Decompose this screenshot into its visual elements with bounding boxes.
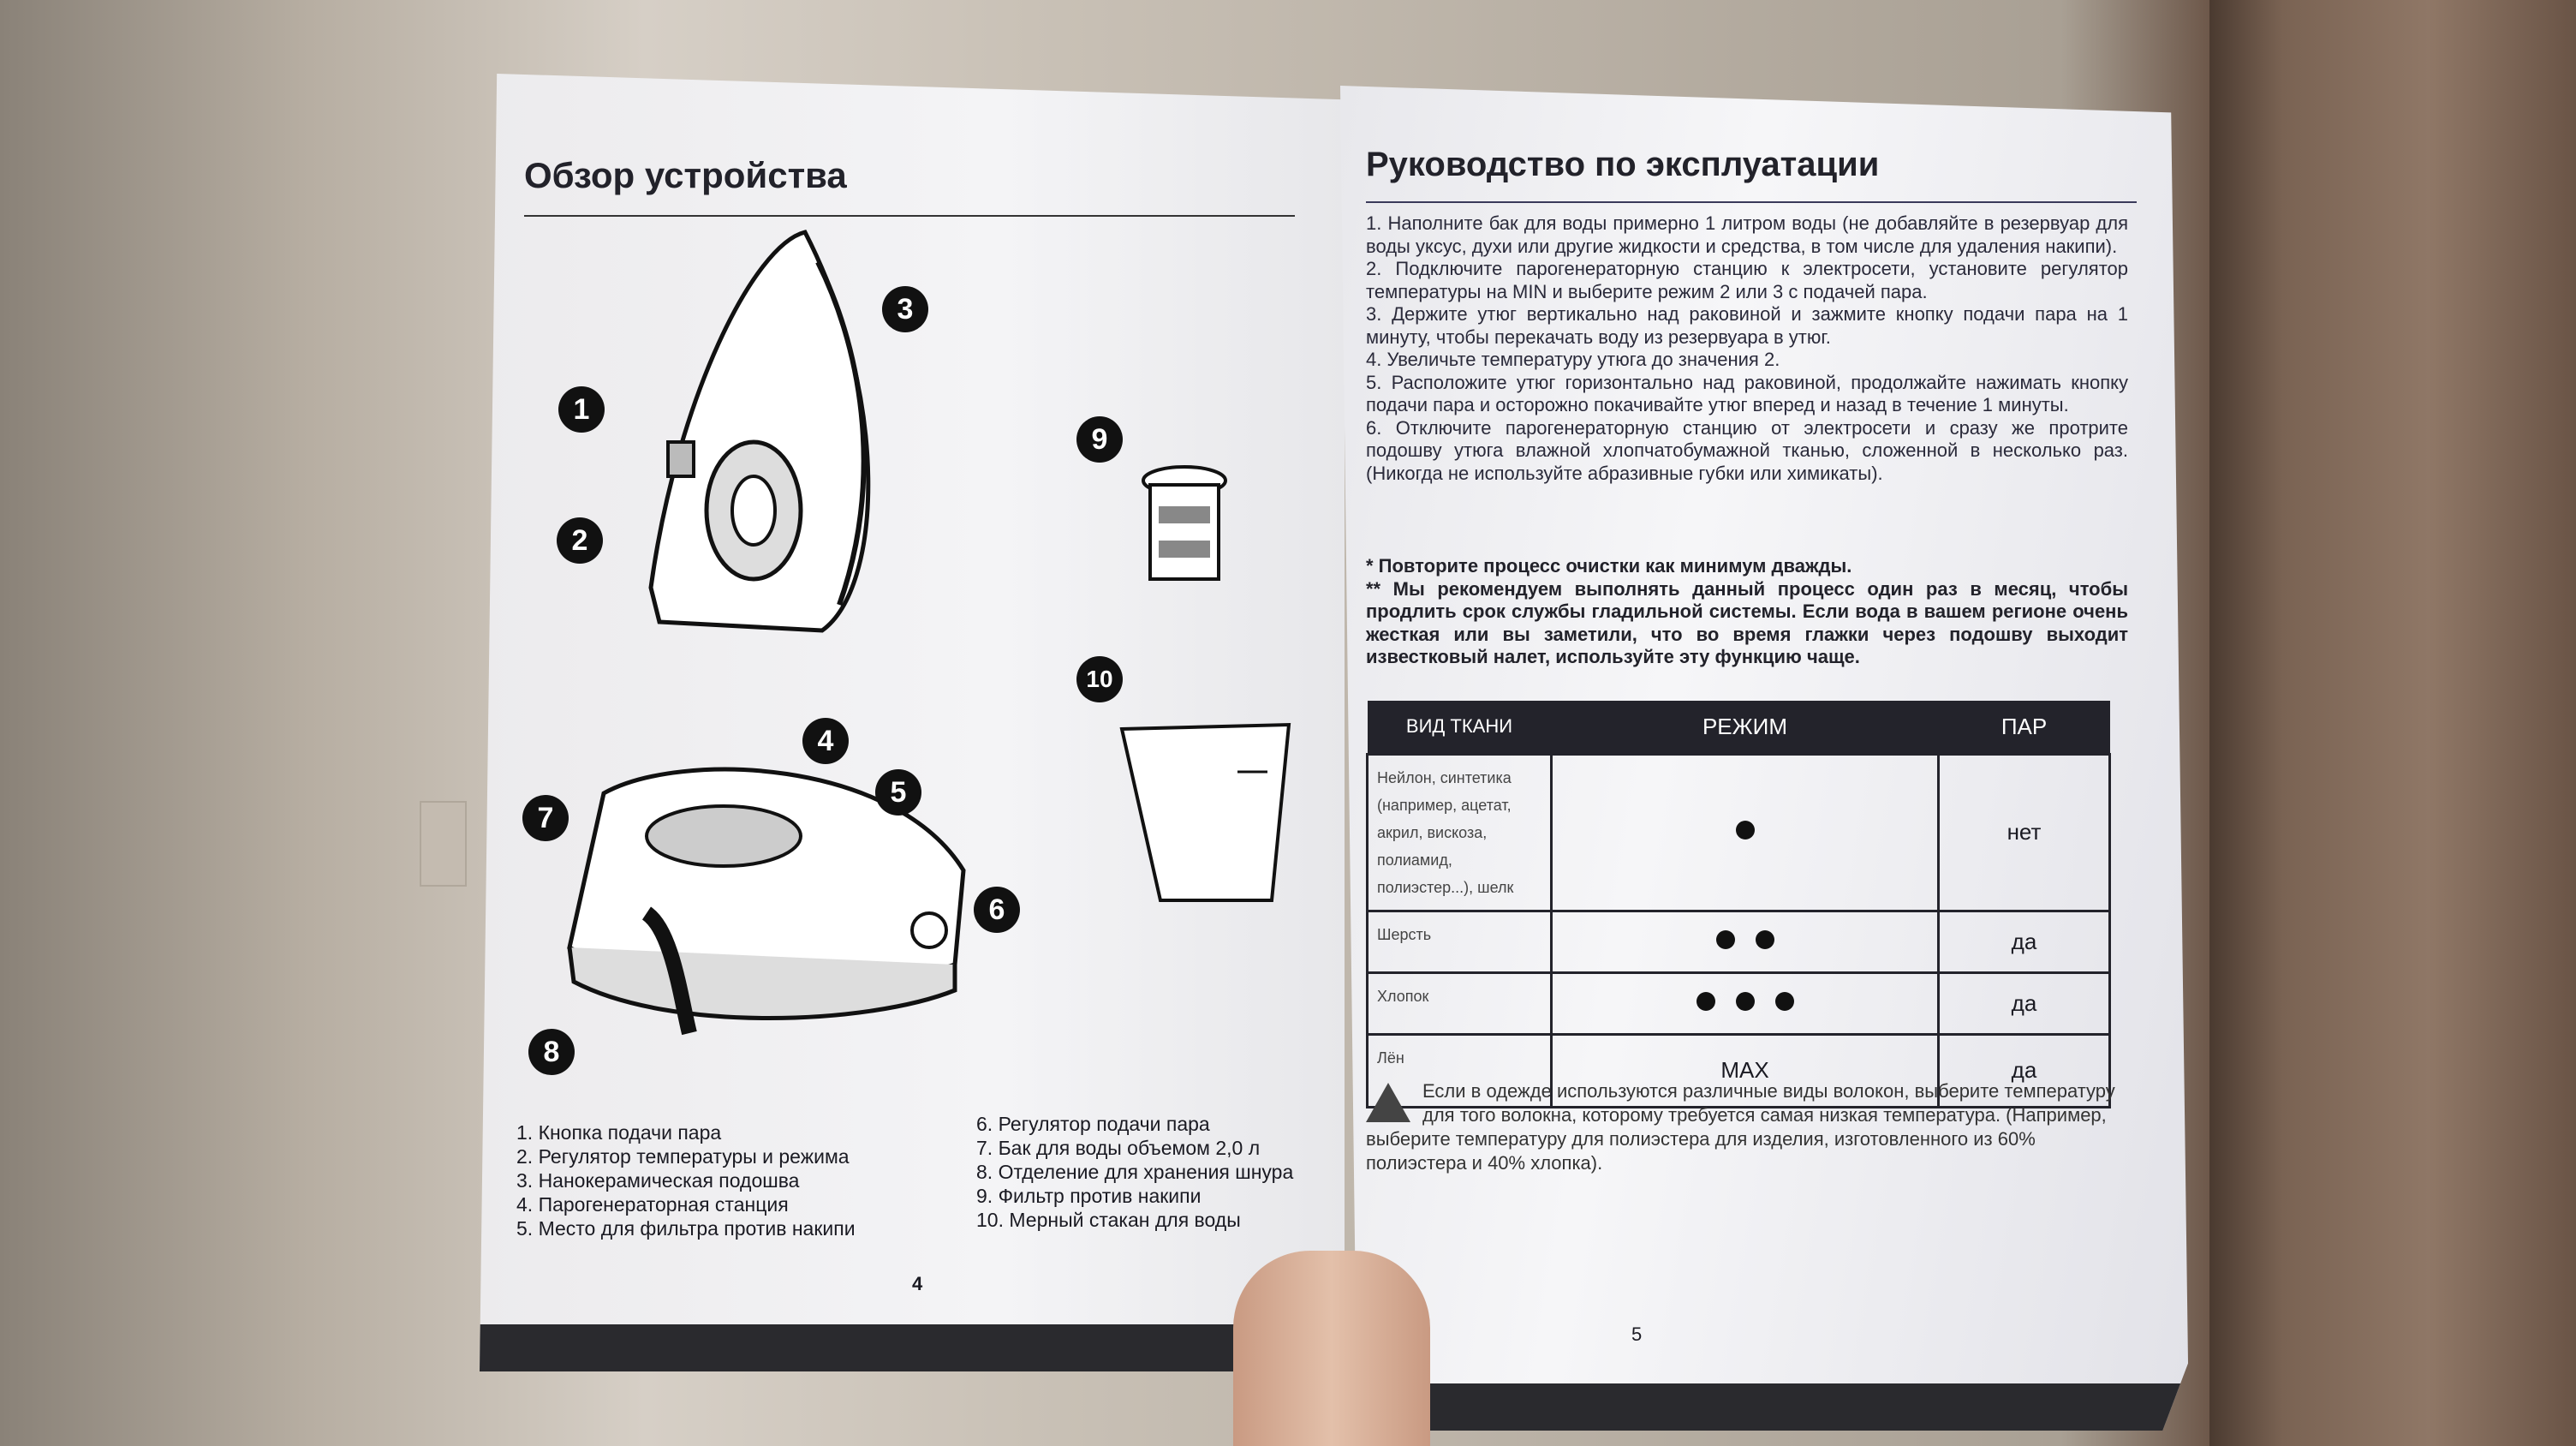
filter-illustration [1142, 465, 1227, 581]
callout-8: 8 [528, 1029, 575, 1075]
callout-7: 7 [522, 795, 569, 841]
step: 2. Подключите парогенераторную станцию к… [1366, 258, 2128, 302]
steam-cell: да [1937, 1032, 2111, 1108]
part-item: 1. Кнопка подачи пара [516, 1121, 722, 1144]
part-item: 8. Отделение для хранения шнура [976, 1161, 1294, 1183]
part-item: 10. Мерный стакан для воды [976, 1209, 1241, 1231]
temperature-dot [1696, 991, 1715, 1011]
warning-note: Если в одежде используются различные вид… [1366, 1079, 2128, 1175]
mode-cell [1550, 971, 1940, 1036]
part-item: 3. Нанокерамическая подошва [516, 1169, 800, 1192]
note-1: * Повторите процесс очистки как минимум … [1366, 555, 1852, 577]
steam-cell: да [1937, 909, 2111, 974]
page-title: Руководство по эксплуатации [1366, 146, 1880, 183]
footer-band [1340, 1383, 2188, 1431]
table-header: ВИД ТКАНИ РЕЖИМ ПАР [1367, 701, 2110, 754]
page-title: Обзор устройства [524, 155, 847, 195]
left-page: Обзор устройства 1 2 3 4 5 6 7 8 9 10 1.… [480, 74, 1345, 1371]
temperature-dot [1715, 929, 1735, 949]
wall-switch [420, 801, 467, 887]
instructions: 1. Наполните бак для воды примерно 1 лит… [1366, 212, 2128, 485]
title-rule [524, 215, 1295, 217]
warning-text: Если в одежде используются различные вид… [1366, 1080, 2115, 1174]
steam-cell: нет [1937, 752, 2111, 912]
mode-cell: MAX [1550, 1032, 1940, 1108]
header-steam: ПАР [1938, 701, 2110, 754]
callout-4: 4 [802, 718, 849, 764]
header-fabric: ВИД ТКАНИ [1367, 701, 1552, 754]
title-rule [1366, 201, 2137, 203]
callout-5: 5 [875, 769, 921, 816]
mode-cell [1550, 752, 1940, 912]
mode-cell [1550, 909, 1940, 974]
temperature-dot [1735, 821, 1755, 840]
part-item: 6. Регулятор подачи пара [976, 1113, 1210, 1135]
fabric-cell: Нейлон, синтетика (например, ацетат, акр… [1366, 752, 1553, 912]
temperature-dot [1774, 991, 1794, 1011]
callout-3: 3 [882, 286, 928, 332]
note-2: ** Мы рекомендуем выполнять данный проце… [1366, 577, 2128, 668]
parts-list-right: 6. Регулятор подачи пара 7. Бак для воды… [976, 1112, 1293, 1232]
part-item: 7. Бак для воды объемом 2,0 л [976, 1137, 1261, 1159]
steam-station-illustration [567, 767, 966, 1036]
step: 3. Держите утюг вертикально над раковино… [1366, 303, 2128, 348]
part-item: 4. Парогенераторная станция [516, 1193, 789, 1216]
step: 5. Расположите утюг горизонтально над ра… [1366, 371, 2128, 416]
notes: * Повторите процесс очистки как минимум … [1366, 555, 2128, 669]
step: 6. Отключите парогенераторную станцию от… [1366, 416, 2128, 484]
page-number: 4 [912, 1273, 923, 1294]
steam-cell: да [1937, 971, 2111, 1036]
page-number: 5 [1631, 1324, 1643, 1345]
temperature-dot [1755, 929, 1774, 949]
table-row: Нейлон, синтетика (например, ацетат, акр… [1366, 752, 2111, 912]
fabric-table: ВИД ТКАНИ РЕЖИМ ПАР Нейлон, синтетика (н… [1366, 701, 2111, 1108]
callout-6: 6 [974, 887, 1020, 933]
right-page: Руководство по эксплуатации 1. Наполните… [1340, 86, 2188, 1431]
hand [1233, 1251, 1430, 1446]
table-row: Хлопок да [1366, 971, 2111, 1036]
warning-icon [1366, 1083, 1410, 1122]
iron-illustration [648, 230, 871, 633]
temperature-dot [1735, 991, 1755, 1011]
callout-1: 1 [558, 386, 605, 433]
door-frame [2209, 0, 2576, 1446]
step: 4. Увеличьте температуру утюга до значен… [1366, 349, 1780, 370]
measuring-cup-illustration [1119, 722, 1291, 902]
part-item: 5. Место для фильтра против накипи [516, 1217, 856, 1240]
part-item: 9. Фильтр против накипи [976, 1185, 1202, 1207]
table-row: Шерсть да [1366, 909, 2111, 974]
table-row: Лён MAX да [1366, 1032, 2111, 1108]
callout-10: 10 [1076, 656, 1123, 702]
part-item: 2. Регулятор температуры и режима [516, 1145, 850, 1168]
parts-list-left: 1. Кнопка подачи пара 2. Регулятор темпе… [516, 1120, 856, 1240]
fabric-cell: Шерсть [1366, 909, 1553, 974]
callout-9: 9 [1076, 416, 1123, 463]
fabric-cell: Хлопок [1366, 971, 1553, 1036]
header-mode: РЕЖИМ [1551, 701, 1939, 754]
callout-2: 2 [557, 517, 603, 564]
step: 1. Наполните бак для воды примерно 1 лит… [1366, 212, 2128, 257]
footer-band [480, 1324, 1345, 1371]
